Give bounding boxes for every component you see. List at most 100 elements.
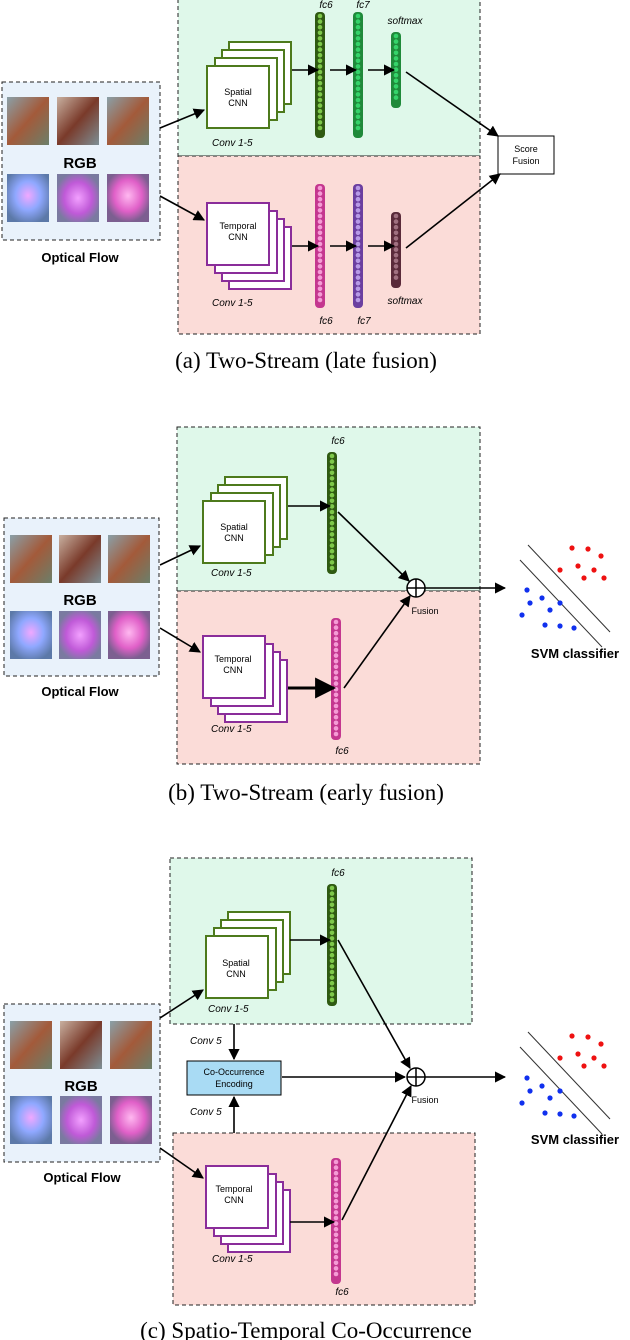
fc-neuron <box>333 1187 339 1193</box>
spatial-cnn-block <box>202 476 288 564</box>
optical-flow-label: Optical Flow <box>41 250 119 265</box>
co-occurrence-encoding-box <box>186 1060 282 1096</box>
spatial-fc6-label: fc6 <box>331 868 345 879</box>
fc-neuron <box>317 36 323 41</box>
fc-neuron <box>355 80 361 86</box>
caption-a: (a) Two-Stream (late fusion) <box>175 348 437 373</box>
fc-neuron <box>355 297 361 303</box>
fc-neuron <box>393 224 399 230</box>
fc-neuron <box>333 1198 339 1204</box>
optical-flow-frames <box>10 1096 152 1144</box>
fc-neuron <box>317 191 323 196</box>
fc-neuron <box>329 902 335 908</box>
fc-neuron <box>355 125 361 131</box>
fc-neuron <box>317 269 323 275</box>
fc-neuron <box>393 61 399 67</box>
spatial-fc6-layer <box>327 452 337 574</box>
fc-neuron <box>329 986 335 992</box>
spatial-fc6-label: fc6 <box>319 0 333 11</box>
fc-neuron <box>317 52 323 58</box>
fc-neuron <box>329 481 335 487</box>
fc-neuron <box>317 75 323 80</box>
fc-neuron <box>355 108 361 114</box>
fc-neuron <box>355 75 361 80</box>
fc-neuron <box>355 24 361 30</box>
fc-neuron <box>393 84 399 89</box>
fc-neuron <box>355 97 361 103</box>
fc-neuron <box>355 58 361 64</box>
fc-neuron <box>329 980 335 986</box>
fc-neuron <box>329 504 335 509</box>
fc-neuron <box>317 297 323 303</box>
fc-neuron <box>329 515 335 520</box>
temporal-softmax-label: softmax <box>387 296 423 307</box>
fc-neuron <box>317 185 323 191</box>
spatial-fc6-layer <box>315 12 325 138</box>
fc-neuron <box>355 252 361 258</box>
fc-neuron <box>333 1210 339 1215</box>
fc-neuron <box>317 108 323 114</box>
temporal-fc6-label: fc6 <box>335 746 349 757</box>
temporal-cnn-block <box>205 1165 291 1253</box>
score-fusion-label-2: Fusion <box>512 156 539 166</box>
fc-neuron <box>333 1176 339 1182</box>
fc-neuron <box>329 509 335 515</box>
fc-neuron <box>317 41 323 47</box>
fc-neuron <box>393 72 399 78</box>
fc-neuron <box>355 41 361 47</box>
conv-spatial-label: Conv 1-5 <box>208 1004 249 1015</box>
fc-neuron <box>329 498 335 504</box>
fc-neuron <box>333 630 339 636</box>
fc-neuron <box>317 275 323 280</box>
temporal-fc6-layer <box>315 184 325 308</box>
fc-neuron <box>355 103 361 108</box>
spatial-cnn-label-2: CNN <box>228 98 248 108</box>
fc-neuron <box>317 19 323 24</box>
spatial-cnn-label: Spatial <box>222 958 250 968</box>
fc-neuron <box>393 213 399 219</box>
fc-neuron <box>333 726 339 731</box>
spatial-cnn-label: Spatial <box>220 522 248 532</box>
encoding-label: Co-Occurrence <box>203 1067 264 1077</box>
fc-neuron <box>393 67 399 72</box>
optical-flow-label: Optical Flow <box>43 1170 121 1185</box>
fc-layer-bar <box>331 1158 341 1284</box>
spatial-softmax-layer <box>391 32 401 108</box>
spatial-fc7-label: fc7 <box>356 0 370 11</box>
svm-negative-points <box>519 1075 577 1119</box>
fc-neuron <box>355 213 361 219</box>
fc-neuron <box>355 114 361 120</box>
fc-neuron <box>329 997 335 1003</box>
fc-neuron <box>355 47 361 52</box>
fc-neuron <box>329 492 335 498</box>
fc-neuron <box>329 952 335 958</box>
fc-neuron <box>355 224 361 230</box>
fc-neuron <box>329 526 335 532</box>
fc-neuron <box>329 532 335 537</box>
fusion-node <box>406 578 426 598</box>
fc-neuron <box>333 1271 339 1277</box>
fc-neuron <box>333 664 339 670</box>
fc-neuron <box>317 97 323 103</box>
fc-neuron <box>393 95 399 100</box>
fc-neuron <box>329 924 335 930</box>
temporal-cnn-label: Temporal <box>219 221 256 231</box>
temporal-cnn-label-2: CNN <box>224 1195 244 1205</box>
fc-neuron <box>333 1204 339 1210</box>
fc-neuron <box>333 653 339 658</box>
fc-neuron <box>355 247 361 252</box>
optical-flow-frames <box>7 174 149 222</box>
fc-neuron <box>329 548 335 554</box>
score-fusion-label: Score <box>514 144 538 154</box>
temporal-cnn-block <box>202 635 288 723</box>
fc-neuron <box>329 969 335 975</box>
fc-neuron <box>333 1159 339 1165</box>
fc-neuron <box>355 191 361 196</box>
fc-neuron <box>329 913 335 919</box>
fc-neuron <box>317 258 323 264</box>
fc-neuron <box>355 64 361 69</box>
temporal-fc6-label: fc6 <box>319 316 333 327</box>
fc-neuron <box>355 69 361 75</box>
fc-neuron <box>317 69 323 75</box>
fc-neuron <box>393 230 399 236</box>
